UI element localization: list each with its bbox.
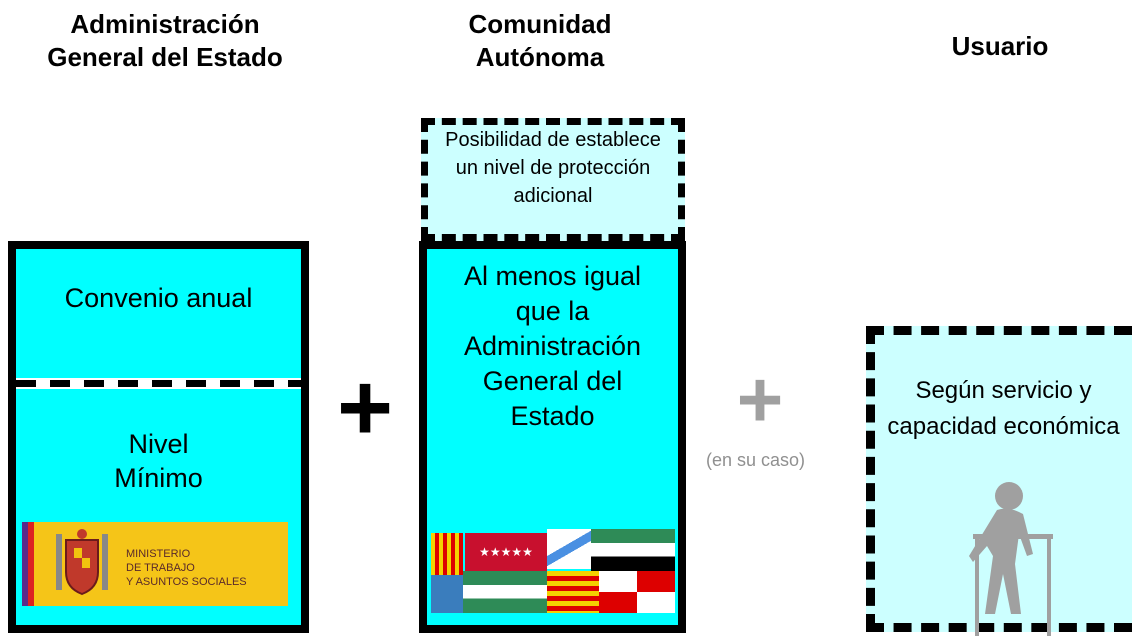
user-box: Según servicio y capacidad económica [866, 326, 1132, 636]
flag-canarias-icon [431, 575, 463, 613]
ministry-logo-line-3: Y ASUNTOS SOCIALES [126, 576, 247, 588]
additional-protection-label: Posibilidad de establece un nivel de pro… [445, 129, 661, 207]
optional-note: (en su caso) [706, 450, 806, 470]
ca-column-title: Comunidad Autónoma [468, 9, 612, 72]
additional-protection-box: Posibilidad de establece un nivel de pro… [421, 118, 685, 241]
age-box: Convenio anual Nivel Mínimo MINISTERIO D… [8, 241, 309, 633]
optional-plus-icon: + [736, 355, 784, 444]
flag-galicia-icon [547, 529, 595, 569]
ministry-logo: MINISTERIO DE TRABAJO Y ASUNTOS SOCIALES [22, 522, 288, 606]
flag-andalucia-icon [463, 571, 547, 613]
ca-main-label: Al menos igual que la Administración Gen… [463, 261, 642, 431]
user-box-label: Según servicio y capacidad económica [887, 377, 1120, 440]
region-flags: ★★★★★ [431, 529, 675, 613]
dashed-separator [16, 380, 301, 387]
ministry-logo-line-2: DE TRABAJO [126, 562, 195, 574]
elderly-walker-icon [969, 482, 1053, 636]
flag-madrid-icon: ★★★★★ [465, 533, 547, 571]
minimum-level-section: Nivel Mínimo MINISTERIO DE TRABAJO Y ASU… [16, 389, 301, 625]
agreement-section: Convenio anual [16, 249, 301, 378]
coat-of-arms-icon [56, 529, 108, 596]
flag-extremadura-icon [591, 529, 675, 571]
age-column-title: Administración General del Estado [47, 9, 283, 72]
minimum-level-label: Nivel Mínimo [114, 429, 203, 493]
flag-aragon-icon [547, 571, 599, 613]
agreement-label: Convenio anual [64, 283, 253, 313]
flag-castilla-leon-icon [599, 571, 675, 613]
ca-main-box: Al menos igual que la Administración Gen… [419, 241, 686, 633]
user-column-title: Usuario [951, 31, 1049, 61]
plus-icon: + [336, 354, 394, 461]
flag-valencia-icon [431, 533, 463, 575]
ministry-logo-line-1: MINISTERIO [126, 548, 191, 560]
flag-stripe-icon [22, 522, 38, 606]
